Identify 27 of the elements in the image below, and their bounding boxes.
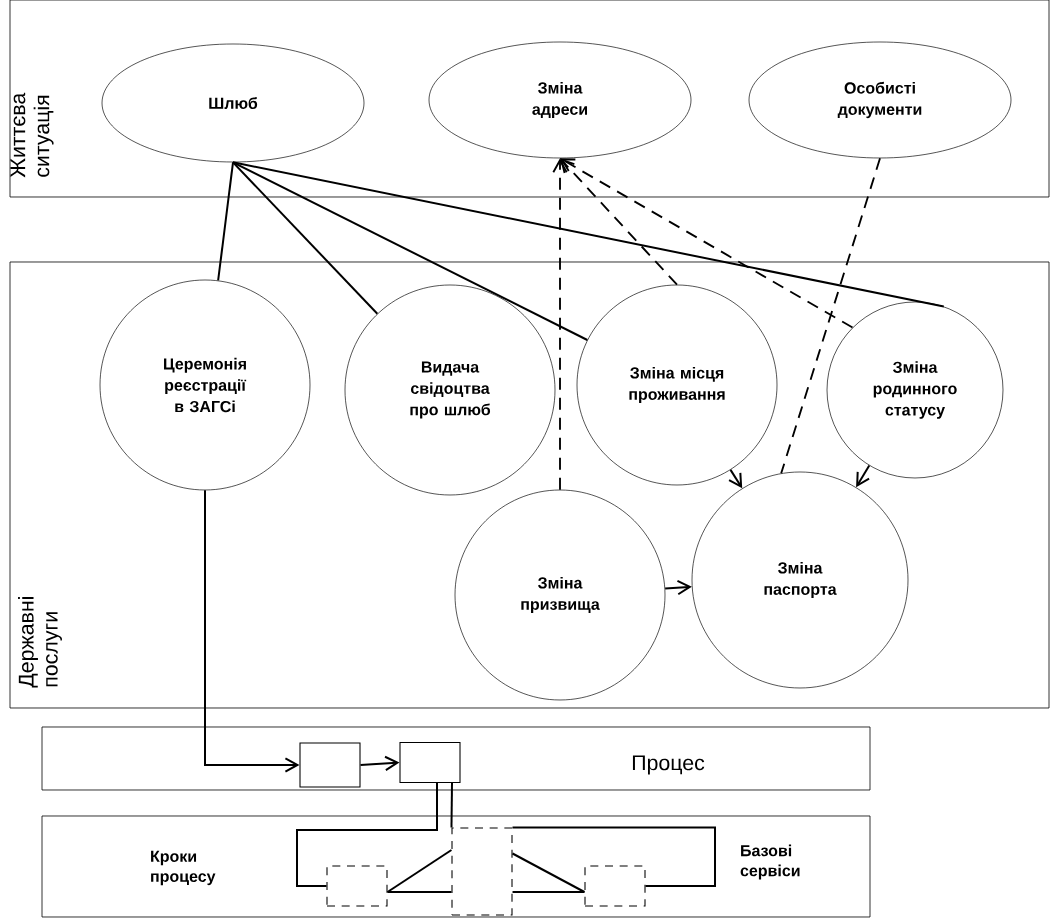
arrow [856,464,871,488]
step-box [299,742,361,788]
connector-line [232,161,379,315]
connector-line [232,161,589,341]
arrow [359,755,400,772]
arrow [728,468,743,489]
arrow [560,158,854,329]
step-box [451,827,513,916]
connector-line [217,161,234,282]
step-box [399,741,461,784]
step-box [326,865,388,907]
arrow [552,158,568,491]
arrow [560,158,678,286]
connector-line [450,782,453,829]
connector-line [386,891,453,893]
arrow [664,579,692,596]
connector-line [780,157,881,475]
connector-line [386,849,453,893]
connector-line [511,852,586,893]
lane-band: Кроки процесу Базові сервіси [41,815,871,918]
connector-line [511,891,586,893]
connector-line [296,782,438,887]
arrow [204,489,300,773]
connector-line [511,826,716,887]
step-box [584,865,646,907]
connector-line [232,161,945,308]
lane-band: Процес [41,726,871,791]
